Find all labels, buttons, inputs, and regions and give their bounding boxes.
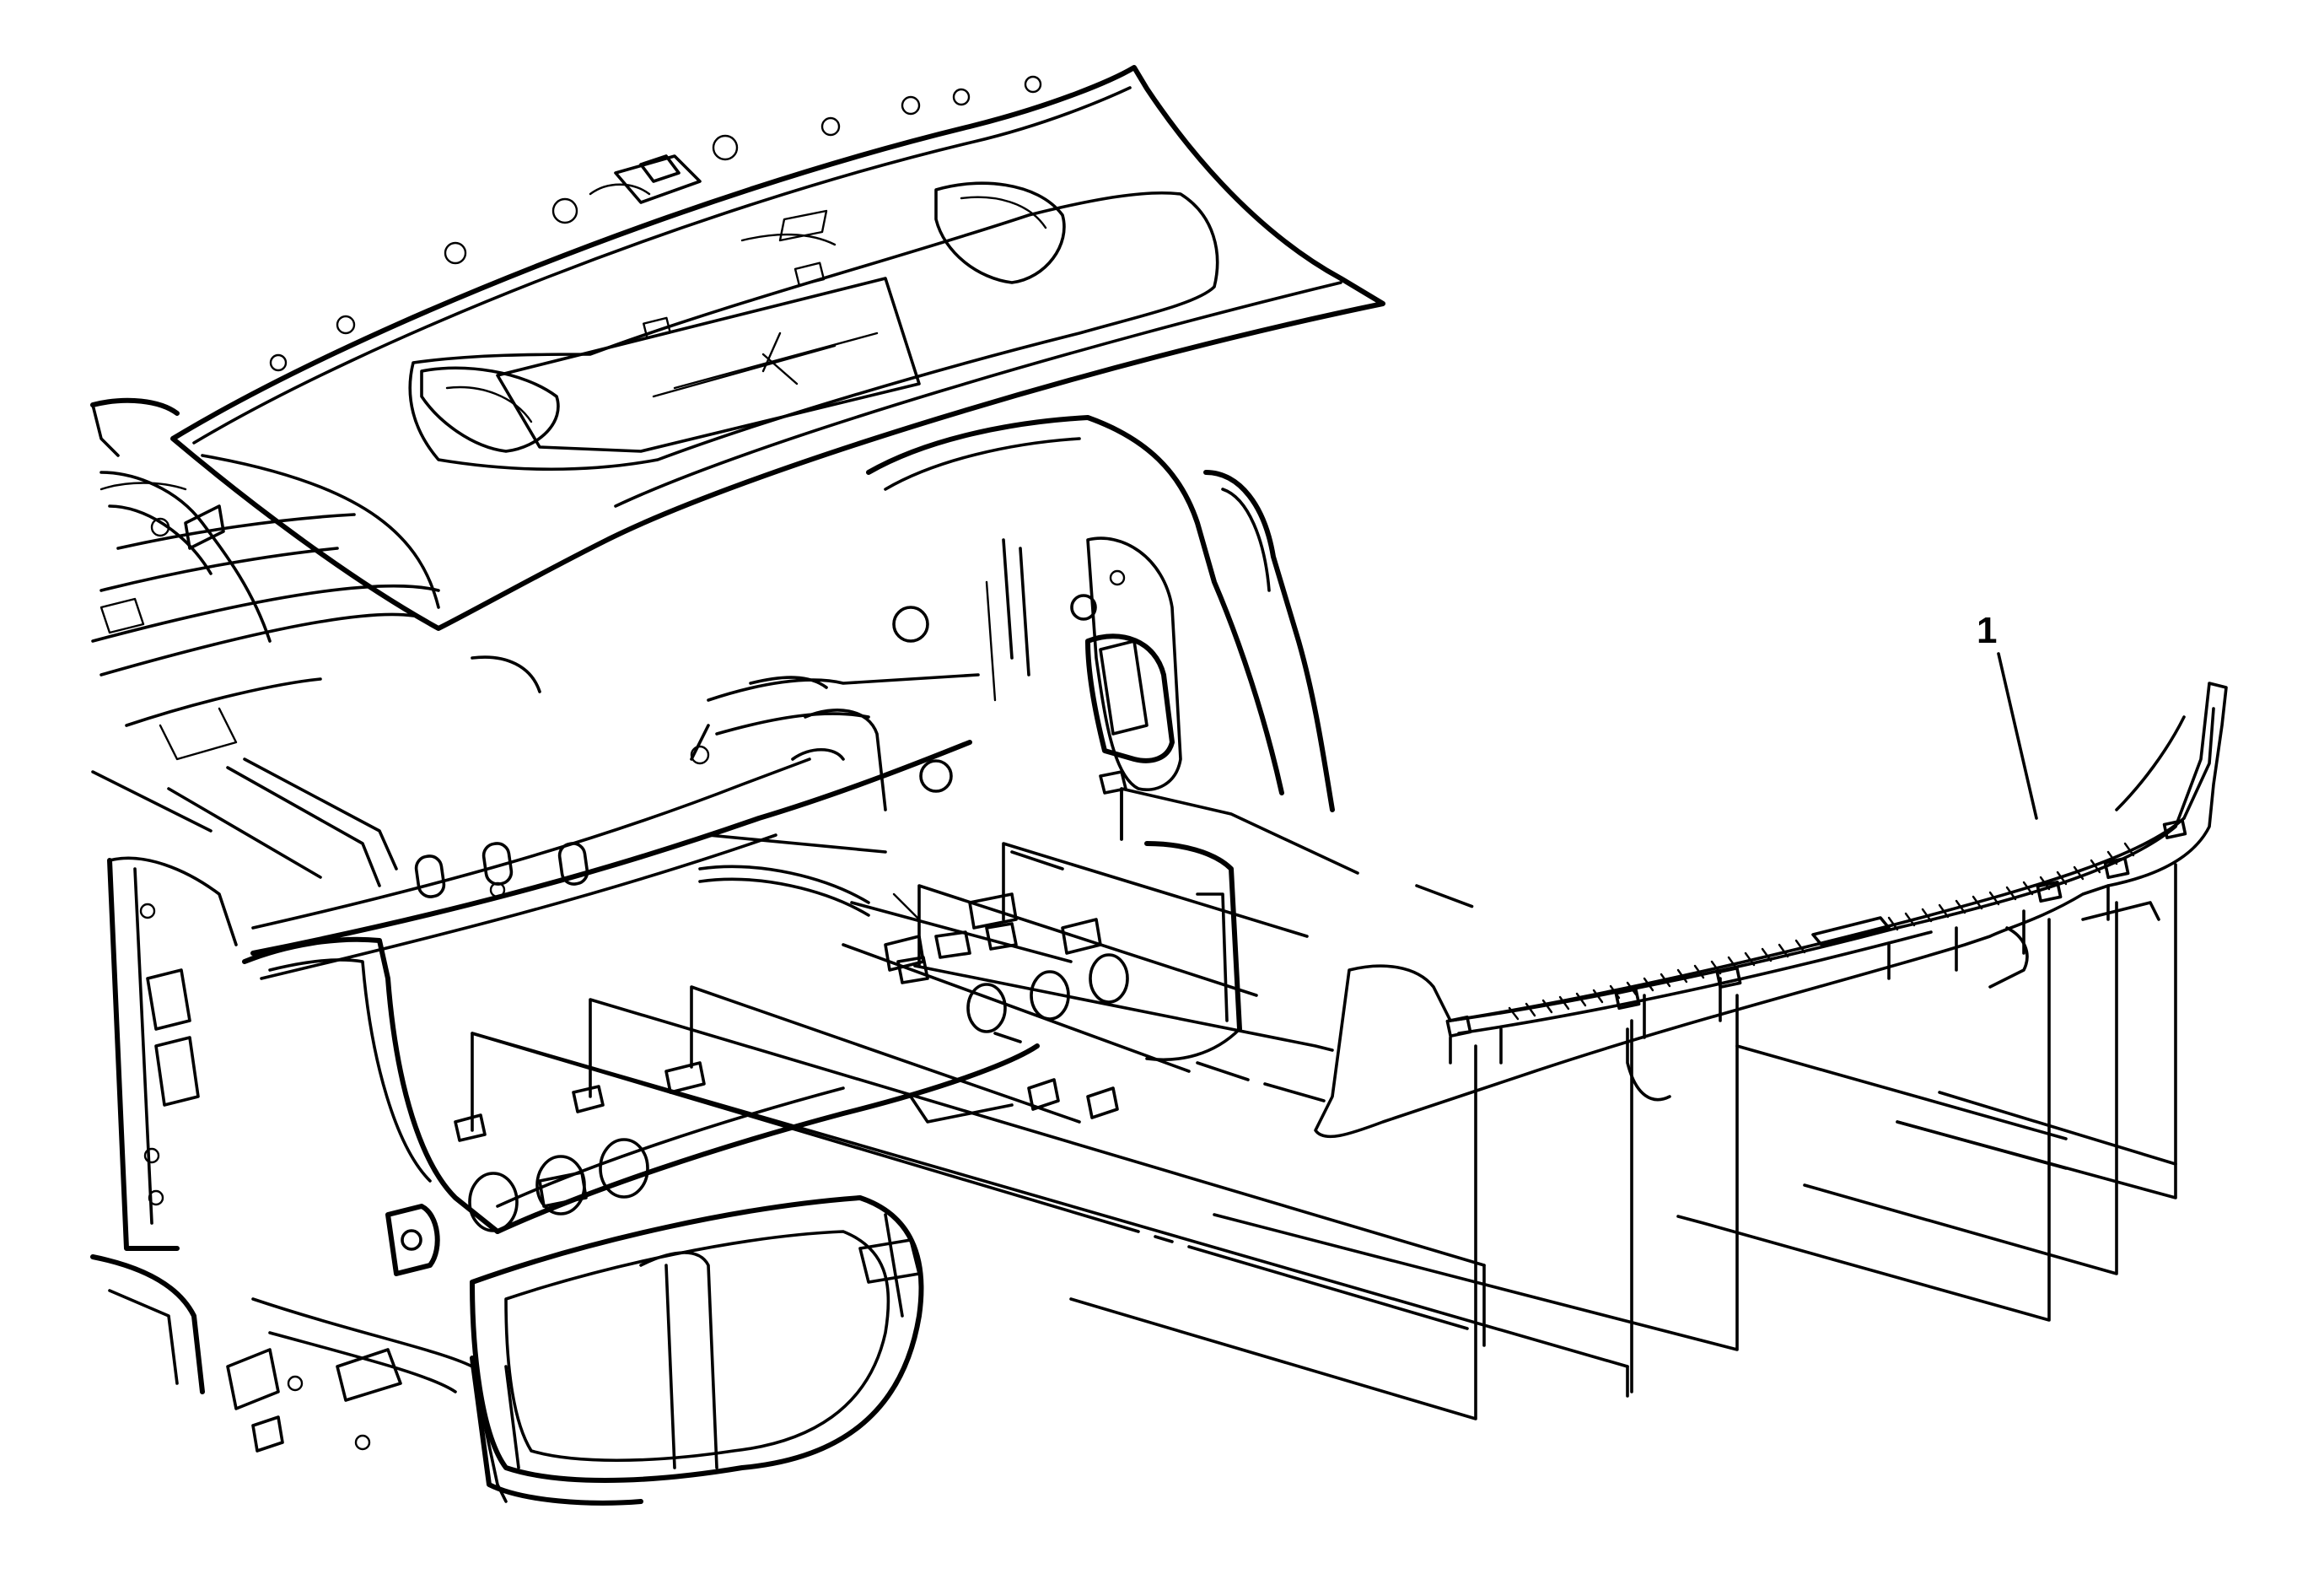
sill-plate-ribs: [1508, 842, 2135, 1021]
trunk-lid: [170, 65, 1385, 631]
body-clip-mounts: [454, 770, 1127, 1142]
callout-label-1: 1: [1977, 610, 1997, 651]
vehicle-body-structure: [90, 397, 1335, 1506]
alignment-lines: [471, 787, 2177, 1420]
callout-1: 1: [1977, 610, 2038, 820]
part-1-trunk-sill-plate: [1314, 682, 2228, 1139]
